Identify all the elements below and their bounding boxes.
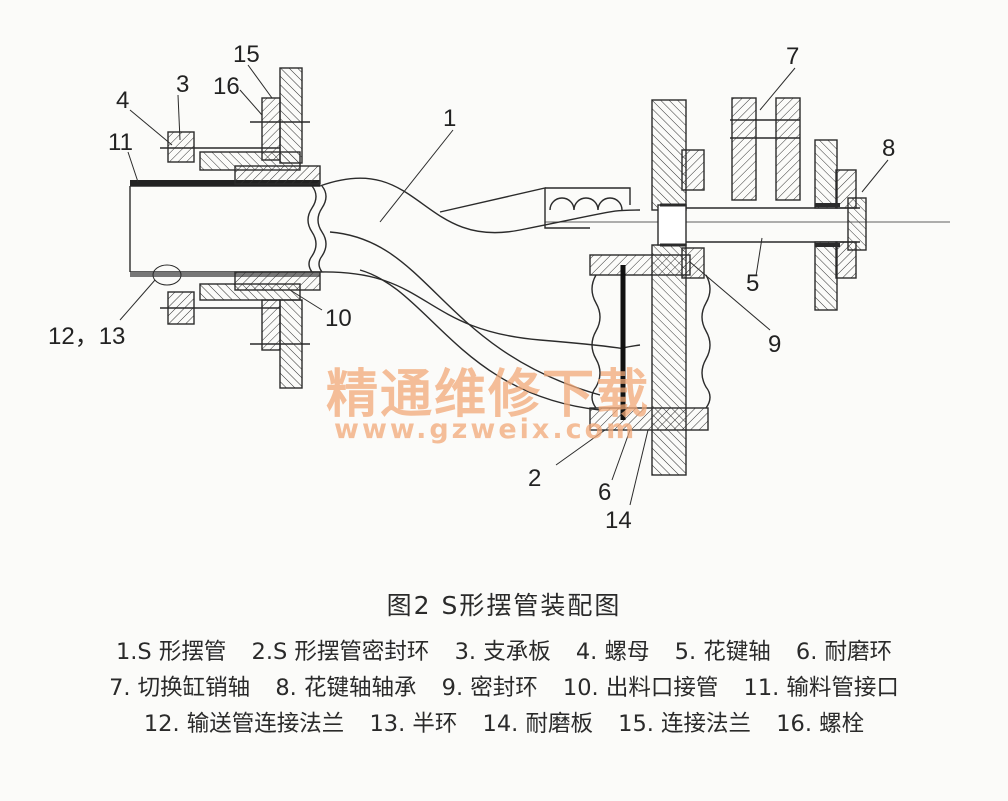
callout-8: 8 [882,135,895,162]
watermark-chinese: 精通维修下载 [326,365,651,425]
left-flange-assembly [160,67,321,389]
legend-line-1: 1.S 形摆管 2.S 形摆管密封环 3. 支承板 4. 螺母 5. 花键轴 6… [0,634,1008,666]
callout-16: 16 [213,73,240,100]
callout-6: 6 [598,479,611,506]
legend-item: 11. 输料管接口 [743,675,899,701]
callout-4: 4 [116,87,129,114]
callout-15: 15 [233,41,260,68]
callout-12-13: 12，13 [48,323,125,350]
callout-14: 14 [605,507,632,534]
legend-item: 13. 半环 [369,711,458,737]
inlet-pipe [129,180,327,277]
callout-9: 9 [768,331,781,358]
legend-item: 3. 支承板 [454,639,551,665]
callout-7: 7 [786,43,799,70]
legend-item: 12. 输送管连接法兰 [143,711,345,737]
legend-line-2: 7. 切换缸销轴 8. 花键轴轴承 9. 密封环 10. 出料口接管 11. 输… [0,670,1008,702]
legend-line-3: 12. 输送管连接法兰 13. 半环 14. 耐磨板 15. 连接法兰 16. … [0,706,1008,738]
callout-5: 5 [746,270,759,297]
legend-item: 14. 耐磨板 [482,711,593,737]
legend-item: 1.S 形摆管 [115,639,227,665]
legend-item: 4. 螺母 [575,639,650,665]
legend-item: 8. 花键轴轴承 [275,675,417,701]
outlet-seal-assembly [589,99,711,476]
legend-item: 7. 切换缸销轴 [109,675,251,701]
legend-item: 9. 密封环 [441,675,538,701]
legend-item: 5. 花键轴 [674,639,771,665]
spline-shaft-assembly [686,97,867,311]
callout-3: 3 [176,71,189,98]
legend-item: 16. 螺栓 [776,711,865,737]
figure-title: 图2 S形摆管装配图 [386,591,622,620]
leader-lines [119,64,889,506]
legend-item: 10. 出料口接管 [562,675,719,701]
callout-11: 11 [108,129,133,156]
legend-item: 6. 耐磨环 [795,639,893,665]
watermark-url: www.gzweix.com [334,414,638,445]
callout-10: 10 [325,305,352,332]
callout-1: 1 [443,105,456,132]
legend-item: 2.S 形摆管密封环 [251,639,430,665]
legend-item: 15. 连接法兰 [618,711,752,737]
callout-2: 2 [528,465,541,492]
